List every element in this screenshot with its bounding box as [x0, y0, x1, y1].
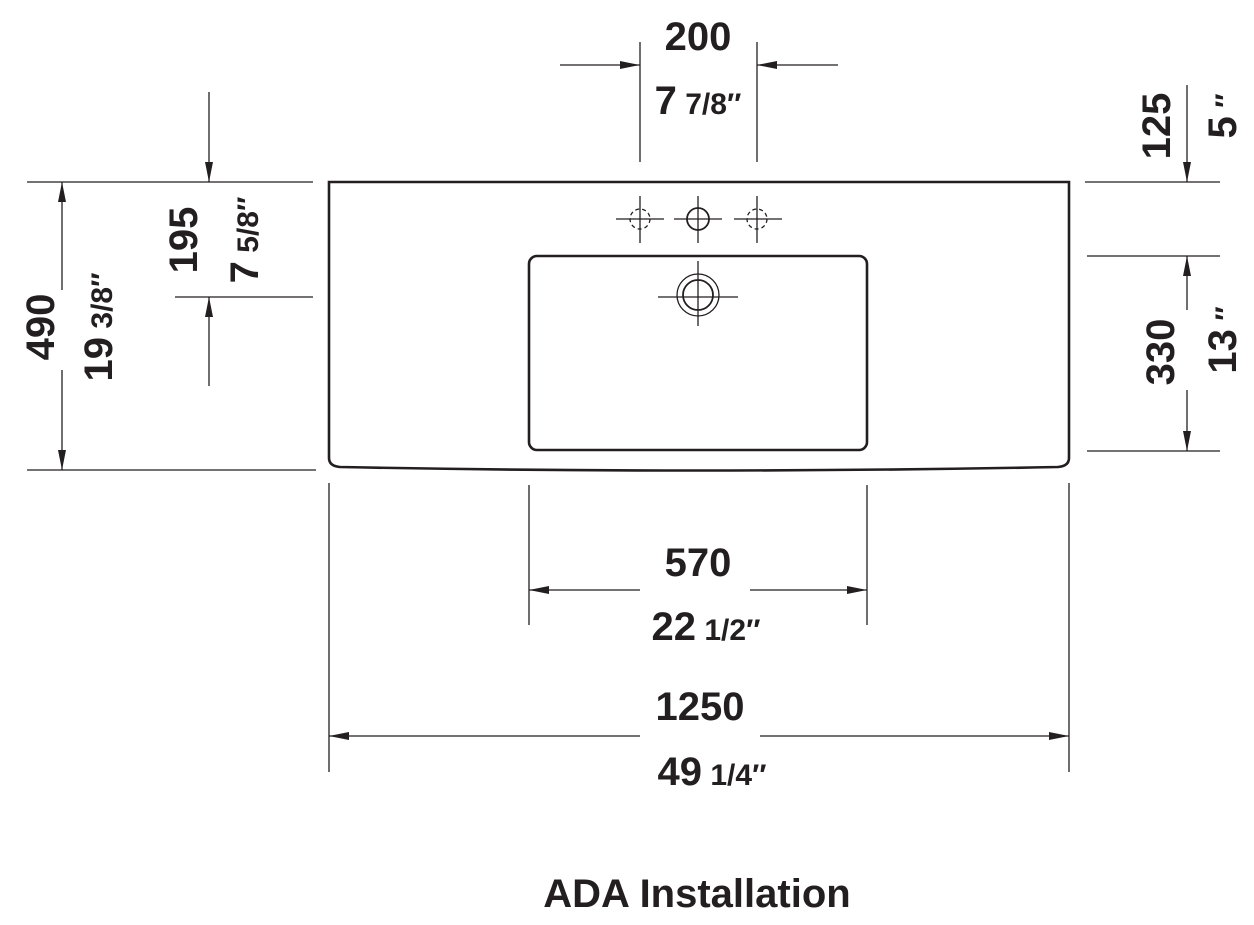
- dim-in-whole: 13: [1201, 329, 1245, 374]
- dim-mm: 330: [1139, 319, 1183, 386]
- dim-in-whole: 7: [223, 261, 267, 283]
- dim-mm: 1250: [656, 685, 745, 729]
- dim-in-frac: ″: [1210, 306, 1243, 329]
- dim-in-whole: 19: [77, 337, 121, 382]
- dim-mm: 195: [162, 207, 206, 274]
- dim-mm: 570: [665, 541, 732, 585]
- dim-in-frac: 5/8″: [232, 197, 265, 261]
- dim-mm: 200: [665, 15, 732, 59]
- faucet-hole-left-optional: [616, 196, 664, 243]
- dim-in-frac: 3/8″: [86, 273, 119, 337]
- dim-in-frac: 7/8″: [677, 88, 741, 121]
- dim-in: 7 5/8″: [223, 197, 267, 284]
- dimension-basin-depth: 330 13 ″: [1087, 255, 1245, 452]
- dimension-overall-depth: 490 19 3/8″: [19, 181, 316, 471]
- dim-in-frac: 1/4″: [702, 759, 766, 792]
- dimension-overall-width: 1250 49 1/4″: [328, 483, 1070, 794]
- dim-in-whole: 7: [655, 79, 677, 123]
- dim-in-frac: 1/2″: [696, 614, 760, 647]
- dim-in: 19 3/8″: [77, 273, 121, 382]
- dimension-basin-from-back: 125 5 ″: [1085, 85, 1245, 183]
- dim-in-frac: ″: [1210, 94, 1243, 117]
- dim-in-whole: 22: [652, 605, 697, 649]
- drain-icon: [658, 261, 738, 326]
- dim-mm: 125: [1135, 93, 1179, 160]
- basin-outline: [527, 254, 869, 452]
- dim-mm: 490: [19, 294, 63, 361]
- faucet-hole-center: [674, 196, 722, 243]
- dim-in-whole: 5: [1201, 116, 1245, 138]
- dim-in: 49 1/4″: [658, 750, 767, 794]
- sink-outline: [327, 180, 1071, 472]
- dimension-basin-width: 570 22 1/2″: [528, 485, 868, 649]
- dimension-faucet-spacing: 200 7 7/8″: [560, 15, 838, 162]
- dim-in: 22 1/2″: [652, 605, 761, 649]
- dim-in: 13 ″: [1201, 306, 1245, 373]
- faucet-hole-right-optional: [734, 196, 782, 243]
- dim-in: 5 ″: [1201, 94, 1245, 139]
- drawing-title: ADA Installation: [543, 872, 850, 916]
- dim-in-whole: 49: [658, 750, 703, 794]
- dim-in: 7 7/8″: [655, 79, 742, 123]
- dimension-drain-from-back: 195 7 5/8″: [162, 92, 313, 386]
